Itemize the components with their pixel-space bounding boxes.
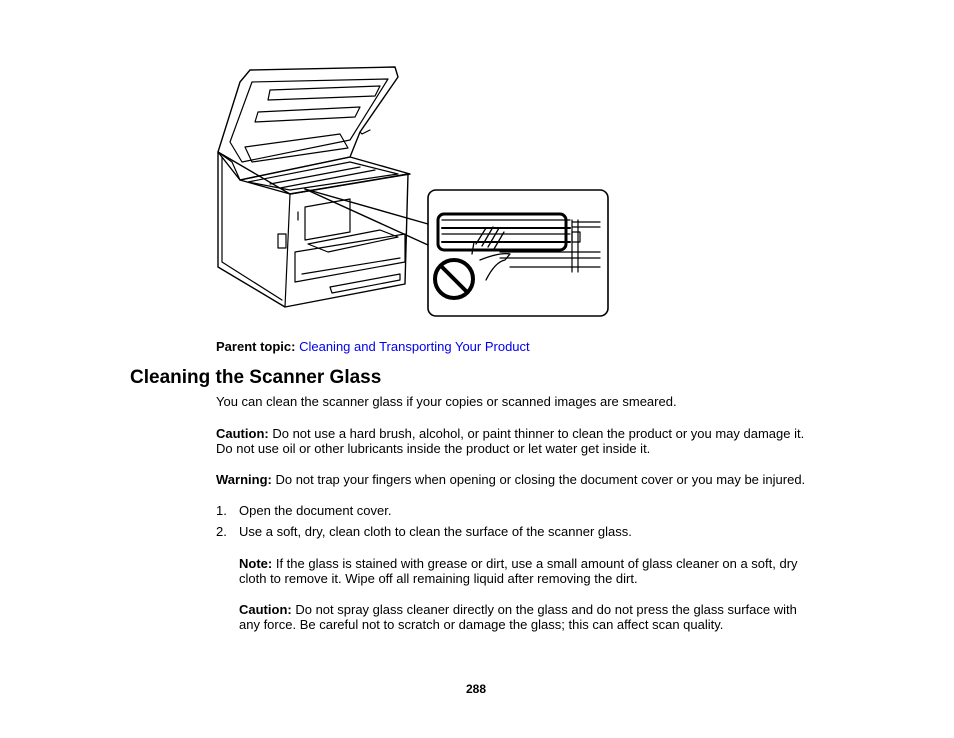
- step-number: 2.: [216, 524, 227, 539]
- warning-label: Warning:: [216, 472, 272, 487]
- caution-text-1: Do not use a hard brush, alcohol, or pai…: [272, 426, 805, 441]
- hand-icon: [471, 226, 511, 281]
- warning-text: Do not trap your fingers when opening or…: [275, 472, 806, 487]
- caution2-line-1: Caution: Do not spray glass cleaner dire…: [239, 602, 839, 617]
- note-text-1: If the glass is stained with grease or d…: [275, 556, 798, 571]
- caution-line-1: Caution: Do not use a hard brush, alcoho…: [216, 426, 836, 441]
- step-text: Open the document cover.: [239, 503, 392, 518]
- list-item: 1. Open the document cover.: [216, 503, 391, 518]
- note-block: Note: If the glass is stained with greas…: [239, 556, 839, 586]
- list-item: 2. Use a soft, dry, clean cloth to clean …: [216, 524, 632, 539]
- scanner-glass-illustration: [217, 66, 609, 317]
- caution-label: Caution:: [216, 426, 269, 441]
- caution-block: Caution: Do not use a hard brush, alcoho…: [216, 426, 836, 456]
- note-line-1: Note: If the glass is stained with greas…: [239, 556, 839, 571]
- caution-block-2: Caution: Do not spray glass cleaner dire…: [239, 602, 839, 632]
- page-title: Cleaning the Scanner Glass: [130, 367, 382, 388]
- warning-block: Warning: Do not trap your fingers when o…: [216, 472, 805, 487]
- step-number: 1.: [216, 503, 227, 518]
- parent-topic: Parent topic: Cleaning and Transporting …: [216, 339, 530, 354]
- intro-text: You can clean the scanner glass if your …: [216, 394, 677, 409]
- inset-detail: [427, 189, 609, 317]
- page-number: 288: [466, 682, 487, 696]
- step-text: Use a soft, dry, clean cloth to clean th…: [239, 524, 632, 539]
- caution2-label: Caution:: [239, 602, 292, 617]
- note-label: Note:: [239, 556, 273, 571]
- parent-topic-label: Parent topic:: [216, 339, 296, 354]
- parent-topic-link[interactable]: Cleaning and Transporting Your Product: [299, 339, 530, 354]
- prohibited-icon: [433, 258, 475, 300]
- caution-line-2: Do not use oil or other lubricants insid…: [216, 441, 651, 456]
- caution2-text-1: Do not spray glass cleaner directly on t…: [295, 602, 797, 617]
- note-line-2: cloth to remove it. Wipe off all remaini…: [239, 571, 638, 586]
- caution2-line-2: any force. Be careful not to scratch or …: [239, 617, 724, 632]
- printer-open-scanner-icon: [217, 66, 429, 308]
